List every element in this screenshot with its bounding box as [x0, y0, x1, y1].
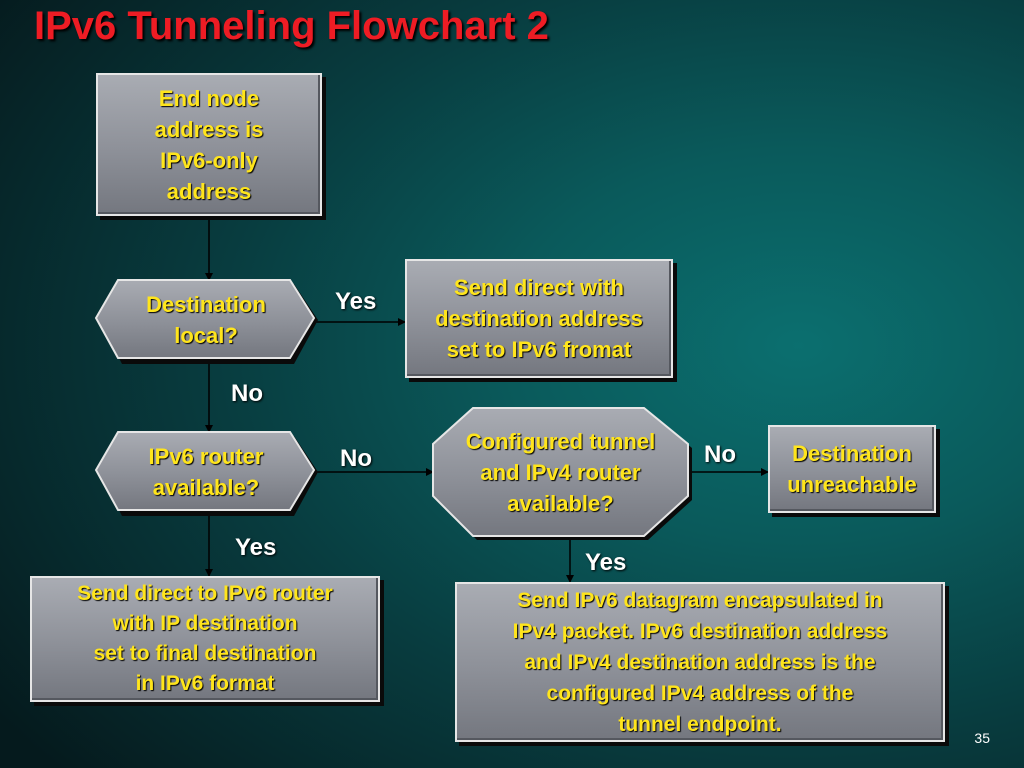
dest-local-text: Destination local?	[146, 292, 266, 348]
label-router-yes: Yes	[235, 534, 277, 561]
octagon-shape	[432, 407, 692, 540]
label-tunnel-no: No	[704, 441, 736, 468]
hexagon-shape	[94, 279, 318, 364]
start-node-text: End node address is IPv6-only address	[154, 85, 264, 204]
unreachable-box: Destination unreachable	[768, 425, 936, 513]
encapsulate-text: Send IPv6 datagram encapsulated in IPv4 …	[512, 588, 888, 736]
send-router-text: Send direct to IPv6 router with IP desti…	[77, 582, 333, 695]
hexagon-shape	[94, 431, 318, 516]
slide-title: IPv6 Tunneling Flowchart 2	[34, 4, 549, 48]
decision-dest-local: Destination local?	[94, 279, 318, 364]
decision-router-available: IPv6 router available?	[94, 431, 318, 516]
router-available-text: IPv6 router available?	[148, 444, 264, 500]
start-node-box: End node address is IPv6-only address	[96, 73, 322, 216]
decision-tunnel-available: Configured tunnel and IPv4 router availa…	[432, 407, 692, 540]
send-direct-box: Send direct with destination address set…	[405, 259, 673, 378]
label-tunnel-yes: Yes	[585, 549, 627, 576]
send-router-box: Send direct to IPv6 router with IP desti…	[30, 576, 380, 702]
label-router-no: No	[340, 445, 372, 472]
send-direct-text: Send direct with destination address set…	[435, 275, 643, 362]
label-local-yes: Yes	[335, 288, 377, 315]
unreachable-text: Destination unreachable	[787, 441, 917, 497]
label-local-no: No	[231, 380, 263, 407]
slide-number: 35	[974, 730, 990, 746]
tunnel-available-text: Configured tunnel and IPv4 router availa…	[465, 428, 656, 516]
encapsulate-box: Send IPv6 datagram encapsulated in IPv4 …	[455, 582, 945, 742]
